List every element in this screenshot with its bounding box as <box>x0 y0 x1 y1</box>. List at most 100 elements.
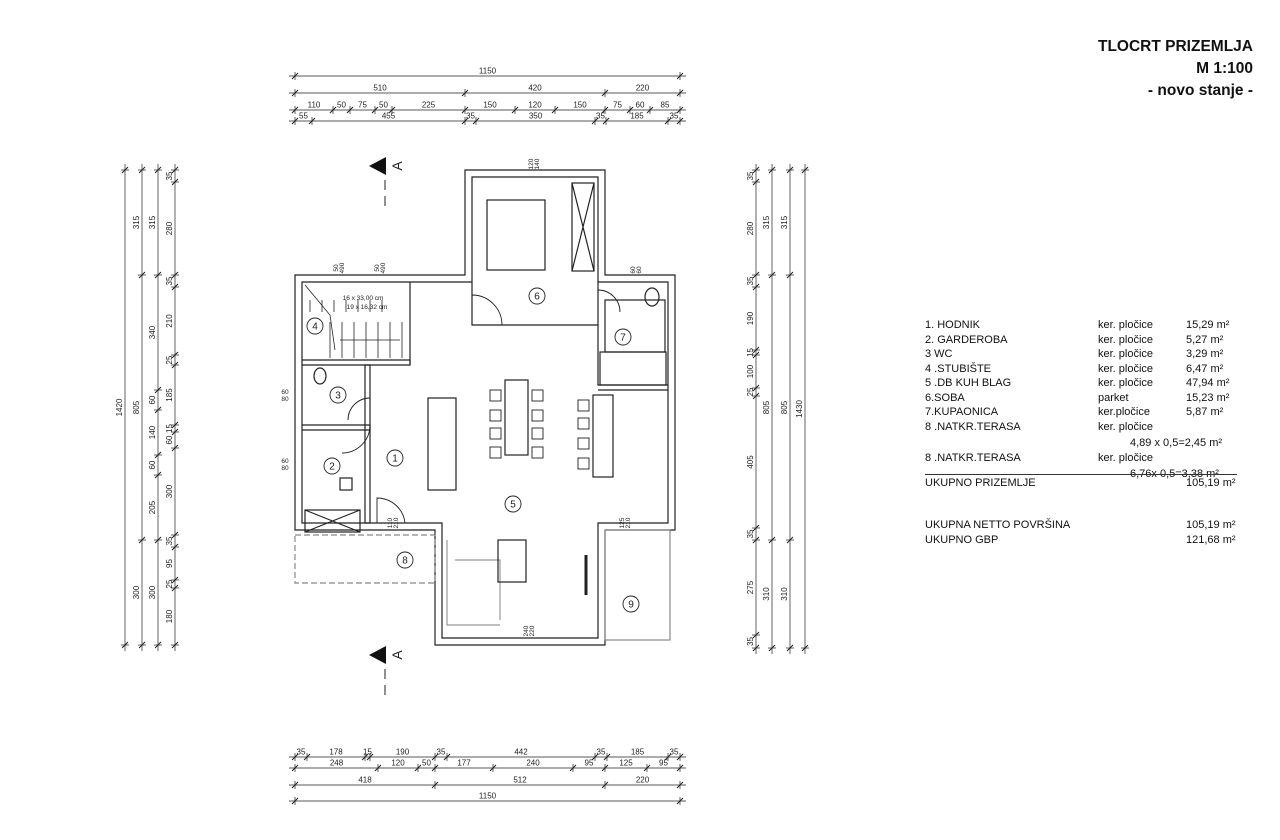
dimension-label: 1420 <box>115 398 124 416</box>
opening-width: 120 <box>528 158 535 169</box>
section-label: A <box>389 650 405 660</box>
room-number: 3 <box>335 391 341 402</box>
dimension-label: 300 <box>165 484 174 498</box>
dimension-label: 225 <box>422 101 436 110</box>
stair-spec: 19 x 16,32 cm <box>347 304 388 311</box>
dimension-label: 35 <box>165 276 174 285</box>
dimension-label: 35 <box>165 171 174 180</box>
dimension-label: 95 <box>165 559 174 568</box>
dimension-label: 315 <box>148 215 157 229</box>
dimension-label: 185 <box>165 388 174 402</box>
room-name: 7.KUPAONICA <box>925 406 999 418</box>
room-marker <box>386 449 404 467</box>
opening-width: 50 <box>374 264 381 272</box>
room-finish: ker. pločice <box>1098 377 1154 389</box>
room-area: 15,29 m² <box>1186 319 1230 331</box>
room-name: 4 .STUBIŠTE <box>925 362 992 375</box>
dimension-label: 177 <box>457 759 471 768</box>
dimension-label: 35 <box>297 748 306 757</box>
room-marker <box>396 551 414 569</box>
room-finish: ker. pločice <box>1098 420 1154 433</box>
dimension-label: 35 <box>596 112 605 121</box>
dimension-label: 455 <box>382 112 396 121</box>
room-area: 47,94 m² <box>1186 377 1230 389</box>
room-area: 5,27 m² <box>1186 333 1224 346</box>
dimension-label: 178 <box>329 748 343 757</box>
dimension-label: 75 <box>613 101 622 110</box>
room-name: 2. GARDEROBA <box>925 333 1008 346</box>
dimension-label: 240 <box>526 759 540 768</box>
room-finish: ker.pločice <box>1098 406 1150 418</box>
room-name: 1. HODNIK <box>925 319 981 331</box>
dimension-label: 35 <box>670 748 679 757</box>
room-finish: ker. pločice <box>1098 348 1154 360</box>
opening-width: 110 <box>387 517 394 528</box>
total-value: 105,19 m² <box>1186 519 1236 531</box>
dimension-label: 805 <box>780 400 789 414</box>
opening-height: 60 <box>636 266 643 274</box>
dimension-label: 35 <box>165 536 174 545</box>
dimension-label: 150 <box>483 101 497 110</box>
room-area: 6,47 m² <box>1186 362 1224 375</box>
section-arrow-icon <box>369 646 386 664</box>
dimension-label: 442 <box>514 748 528 757</box>
room-number: 6 <box>534 292 540 303</box>
dimension-label: 300 <box>148 585 157 599</box>
dimension-label: 15 <box>165 424 174 433</box>
room-marker <box>329 386 347 404</box>
dimension-label: 125 <box>619 759 633 768</box>
opening-height: 210 <box>625 517 632 528</box>
opening-height: 210 <box>393 517 400 528</box>
room-number: 9 <box>628 600 634 611</box>
drawing-title: TLOCRT PRIZEMLJA <box>1098 38 1253 55</box>
opening-width: 60 <box>630 266 637 274</box>
opening-height: 80 <box>281 465 289 472</box>
dimension-label: 55 <box>299 112 308 121</box>
total-label: UKUPNA NETTO POVRŠINA <box>925 519 1071 531</box>
room-number: 5 <box>510 500 516 511</box>
dimension-label: 220 <box>636 776 650 785</box>
dimension-label: 418 <box>358 776 372 785</box>
opening-height: 80 <box>281 396 289 403</box>
dimension-label: 110 <box>308 101 321 110</box>
dimension-label: 50 <box>337 101 346 110</box>
dim-right-overall: 1430 <box>795 164 809 654</box>
room-marker <box>528 287 546 305</box>
dimension-label: 248 <box>330 759 344 768</box>
dimension-label: 310 <box>780 587 789 601</box>
dimension-label: 180 <box>165 609 174 623</box>
dimension-label: 35 <box>466 112 475 121</box>
dimension-label: 60 <box>165 435 174 444</box>
dimension-label: 1430 <box>795 400 804 418</box>
dimension-label: 512 <box>513 776 527 785</box>
room-number: 7 <box>620 333 626 344</box>
dimension-label: 60 <box>636 101 645 110</box>
room-area: 15,23 m² <box>1186 391 1230 404</box>
dimension-label: 60 <box>148 395 157 404</box>
room-name: 3 WC <box>925 348 953 360</box>
opening-height: 220 <box>529 625 536 636</box>
dimension-label: 315 <box>780 215 789 229</box>
total-value: 105,19 m² <box>1186 477 1236 489</box>
dimension-label: 150 <box>573 101 587 110</box>
total-net-area: UKUPNA NETTO POVRŠINA 105,19 m² <box>925 519 1237 533</box>
opening-width: 50 <box>333 264 340 272</box>
dimension-label: 15 <box>363 748 372 757</box>
dim-top-overall: 1150 <box>289 67 686 80</box>
dimension-label: 25 <box>165 579 174 588</box>
room-name: 5 .DB KUH BLAG <box>925 377 1012 389</box>
dim-left-overall: 1420 <box>115 164 129 651</box>
dimension-label: 50 <box>422 759 431 768</box>
dimension-label: 100 <box>746 364 755 378</box>
dimension-label: 210 <box>165 314 174 328</box>
dimension-label: 275 <box>746 580 755 594</box>
room-marker <box>323 457 341 475</box>
room-name: 8 .NATKR.TERASA <box>925 420 1021 433</box>
section-label: A <box>389 161 405 171</box>
